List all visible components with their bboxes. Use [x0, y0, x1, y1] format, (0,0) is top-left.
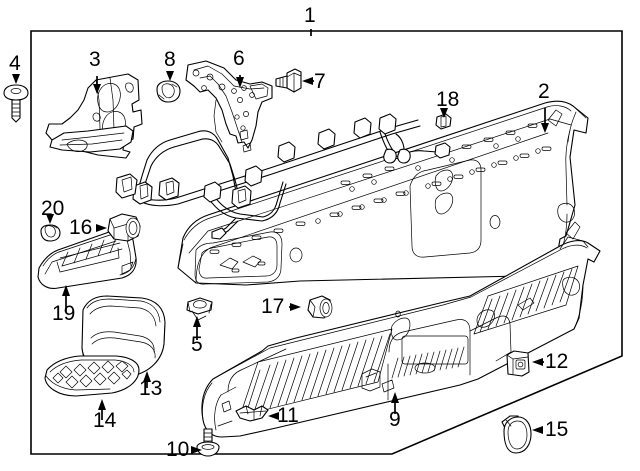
part-sensor-retainer-nut — [40, 224, 61, 242]
callout-15[interactable]: 15 — [545, 418, 569, 441]
callout-7[interactable]: 7 — [314, 70, 326, 93]
callout-19[interactable]: 19 — [52, 302, 76, 325]
part-bumper-step-trim — [37, 229, 137, 289]
callout-18[interactable]: 18 — [436, 88, 460, 111]
part-tapping-screw — [196, 428, 220, 457]
callout-2[interactable]: 2 — [538, 80, 550, 103]
part-bumper-bracket-inner — [185, 60, 273, 153]
part-step-pad-insert — [44, 355, 140, 397]
callout-11[interactable]: 11 — [277, 404, 299, 427]
callout-5[interactable]: 5 — [191, 333, 203, 356]
callout-17[interactable]: 17 — [261, 295, 285, 318]
callout-8[interactable]: 8 — [164, 48, 176, 71]
part-park-assist-sensor — [107, 213, 141, 242]
part-rear-bumper-face-bar — [177, 100, 589, 286]
callout-6[interactable]: 6 — [233, 47, 245, 70]
part-bumper-bracket-left — [45, 73, 143, 159]
callout-3[interactable]: 3 — [89, 48, 101, 71]
part-park-assist-sensor-2 — [307, 295, 333, 319]
part-rear-harness — [115, 113, 451, 240]
callout-9[interactable]: 9 — [389, 408, 401, 431]
callout-10[interactable]: 10 — [166, 438, 190, 461]
callout-13[interactable]: 13 — [139, 377, 163, 400]
callout-4[interactable]: 4 — [9, 52, 21, 75]
callout-16[interactable]: 16 — [69, 216, 93, 239]
part-body-plug — [501, 415, 532, 454]
part-clip-fastener — [235, 405, 269, 422]
part-flange-bolt — [3, 84, 29, 123]
callout-leaders — [12, 29, 549, 454]
part-retainer-clip — [186, 297, 213, 321]
callout-14[interactable]: 14 — [93, 409, 117, 432]
part-push-nut — [156, 80, 181, 103]
part-hex-flange-bolt — [275, 68, 302, 93]
assembly-frame-outline — [30, 30, 623, 455]
part-square-grommet — [506, 350, 530, 377]
part-step-pad-bumper — [201, 236, 601, 438]
callout-20[interactable]: 20 — [41, 197, 65, 220]
callout-1[interactable]: 1 — [304, 4, 316, 27]
callout-12[interactable]: 12 — [545, 350, 569, 373]
